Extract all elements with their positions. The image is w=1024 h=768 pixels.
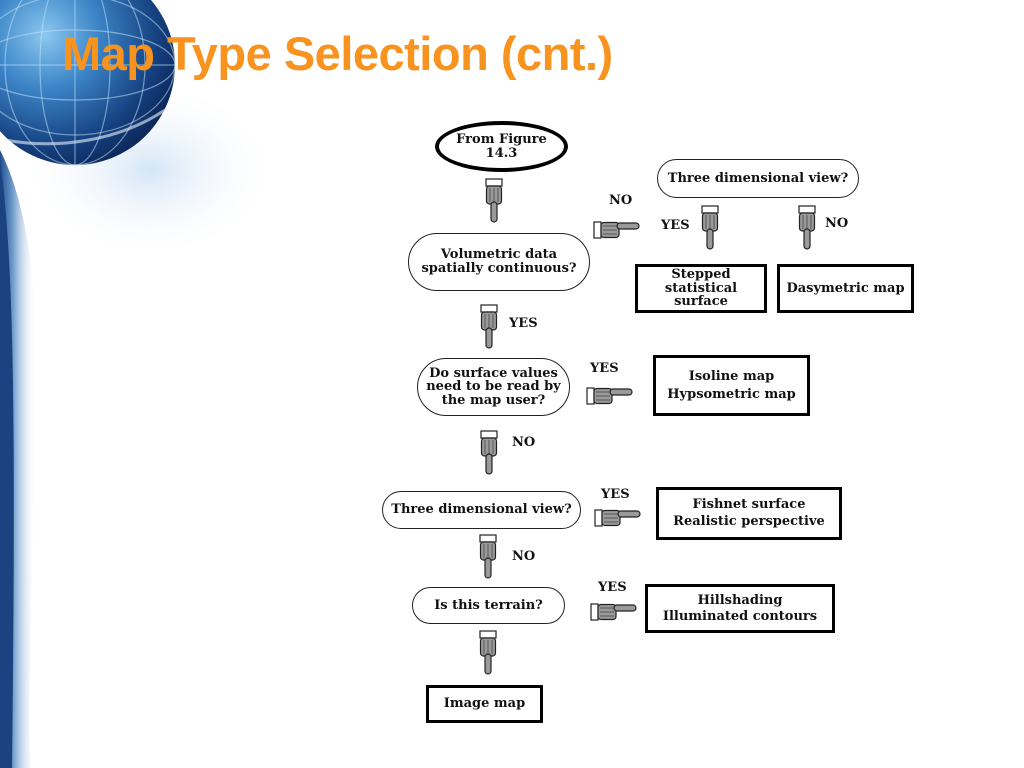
label-no-terrain: NO [512, 549, 536, 564]
pointing-hand-icon [798, 205, 816, 250]
fishnet-line2: Realistic perspective [673, 514, 825, 529]
label-no-to-top: NO [609, 193, 633, 208]
slide-title: Map Type Selection (cnt.) [62, 27, 613, 80]
pointing-hand-icon [586, 387, 633, 405]
stepped-statistical-surface-box: Stepped statistical surface [635, 264, 767, 313]
hillshading-line2: Illuminated contours [662, 608, 818, 624]
label-yes-stepped: YES [661, 218, 690, 233]
surface-values-question: Do surface values need to be read by the… [417, 358, 570, 416]
stepped-line3: surface [674, 294, 728, 310]
label-yes-isoline: YES [590, 361, 619, 376]
volumetric-question-line1: Volumetric data [440, 247, 558, 263]
surface-values-line3: the map user? [441, 392, 546, 408]
pointing-hand-icon [594, 509, 641, 527]
fishnet-line1: Fishnet surface [692, 497, 806, 513]
stepped-line2: statistical [664, 280, 738, 296]
label-yes-fishnet: YES [601, 487, 630, 502]
image-map-box: Image map [426, 685, 543, 723]
volumetric-question-line2: spatially continuous? [421, 261, 577, 276]
isoline-line2: Hypsometric map [667, 386, 796, 402]
fishnet-surface-box: Fishnet surface Realistic perspective [656, 487, 842, 540]
pointing-hand-icon [701, 205, 719, 250]
isoline-line1: Isoline map [688, 368, 775, 384]
pointing-hand-icon [480, 430, 498, 475]
surface-values-line2: need to be read by [426, 379, 561, 395]
start-node-line1: From Figure [456, 131, 547, 147]
volumetric-question: Volumetric data spatially continuous? [408, 233, 590, 291]
pointing-hand-icon [479, 630, 497, 675]
stepped-line1: Stepped [671, 267, 731, 283]
pointing-hand-icon [479, 534, 497, 579]
label-yes-hillshading: YES [598, 580, 627, 595]
start-node-line2: 14.3 [485, 145, 518, 161]
label-no-3d: NO [512, 435, 536, 450]
isoline-map-box: Isoline map Hypsometric map [653, 355, 810, 416]
three-dimensional-top-question: Three dimensional view? [657, 159, 859, 198]
three-dimensional-question: Three dimensional view? [382, 491, 581, 529]
dasymetric-map-box: Dasymetric map [777, 264, 914, 313]
terrain-question: Is this terrain? [412, 587, 565, 624]
pointing-hand-icon [590, 603, 637, 621]
surface-values-line1: Do surface values [429, 365, 558, 381]
pointing-hand-icon [485, 178, 503, 223]
label-no-dasymetric: NO [825, 216, 849, 231]
hillshading-box: Hillshading Illuminated contours [645, 584, 835, 633]
pointing-hand-icon [593, 221, 640, 239]
pointing-hand-icon [480, 304, 498, 349]
start-node: From Figure 14.3 [435, 121, 568, 172]
label-yes-surface: YES [509, 316, 538, 331]
globe-decoration [0, 0, 260, 768]
hillshading-line1: Hillshading [697, 592, 783, 608]
